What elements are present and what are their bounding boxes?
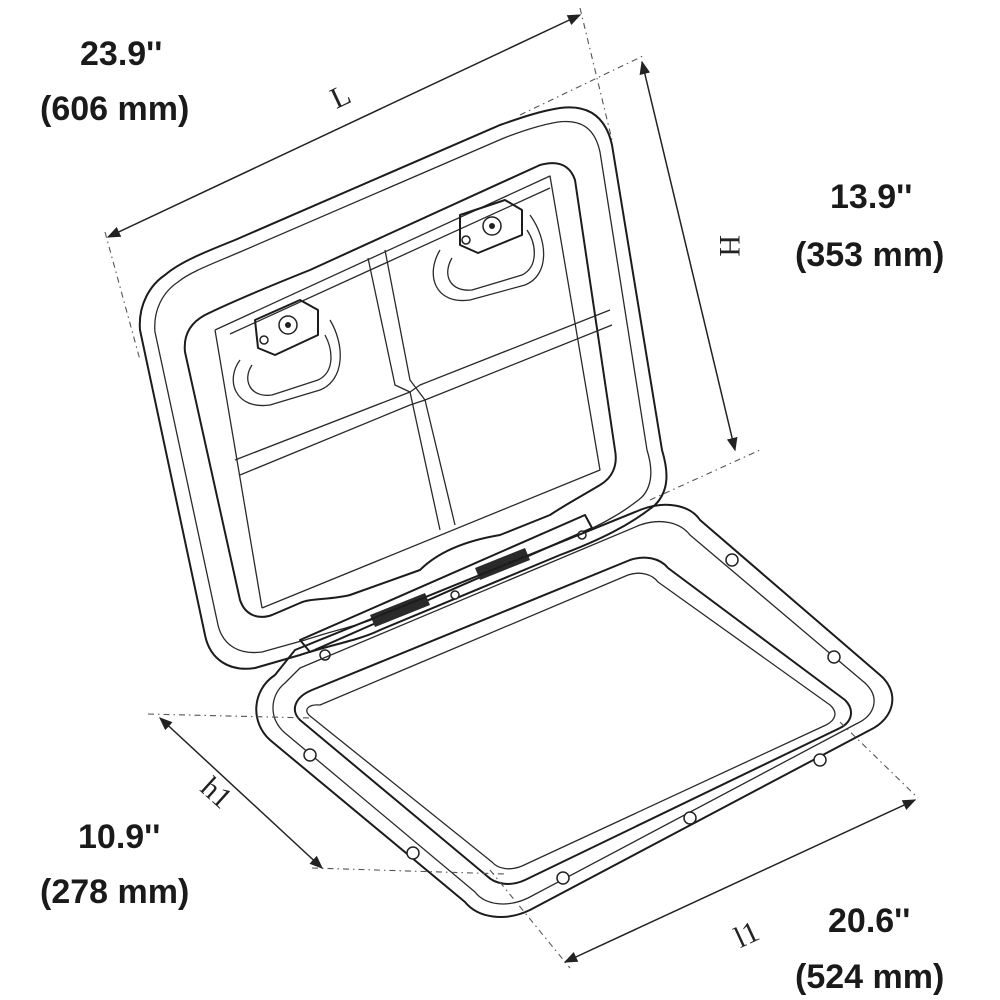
- length-mm: (606 mm): [40, 90, 189, 128]
- height-inches: 13.9'': [830, 178, 912, 216]
- length-inches: 23.9'': [80, 35, 162, 73]
- height-mm: (353 mm): [795, 236, 944, 274]
- opening-height-symbol: h1: [194, 771, 238, 816]
- clip-right: [432, 199, 545, 302]
- dimension-opening-length: l1 20.6'' (524 mm): [489, 721, 944, 996]
- opening-length-symbol: l1: [729, 915, 764, 955]
- dimension-opening-height: h1 10.9'' (278 mm): [40, 713, 506, 911]
- length-symbol: L: [325, 78, 356, 116]
- hinges: [299, 514, 593, 661]
- dimension-length: L 23.9'' (606 mm): [40, 7, 613, 361]
- opening-height-mm: (278 mm): [40, 873, 189, 911]
- hatch-lid: [138, 106, 668, 670]
- height-symbol: H: [713, 235, 746, 257]
- dimension-height: H 13.9'' (353 mm): [519, 54, 944, 501]
- opening-length-mm: (524 mm): [795, 958, 944, 996]
- clip-left: [232, 299, 341, 407]
- opening-length-inches: 20.6'': [828, 902, 910, 940]
- opening-height-inches: 10.9'': [78, 818, 160, 856]
